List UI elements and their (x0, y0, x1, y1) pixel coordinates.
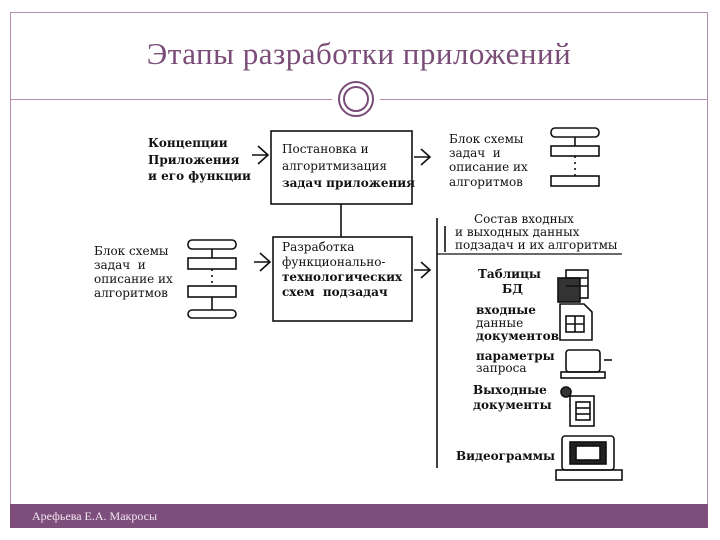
flow-left-end (187, 309, 237, 319)
label-block-top-1: Блок схемы (449, 132, 524, 146)
label-block-top-2: задач и (449, 146, 501, 160)
label-tables-2: БД (502, 282, 523, 296)
label-concept-2: Приложения (148, 153, 240, 167)
label-setting-3: задач приложения (282, 176, 416, 190)
label-block-left-3: описание их (94, 272, 173, 286)
label-input-docs-1: входные (476, 303, 536, 317)
label-development-1: Разработка (282, 240, 355, 254)
flow-top-terminal (550, 127, 600, 138)
document-icon (559, 303, 593, 341)
flow-left-process2 (187, 285, 237, 298)
label-tables-1: Таблицы (478, 267, 541, 281)
monitor-base (560, 371, 606, 379)
label-concept-1: Концепции (148, 136, 228, 150)
monitor-icon (565, 349, 601, 373)
label-setting-2: алгоритмизация (282, 159, 387, 173)
label-development-3: технологических (282, 270, 403, 284)
label-composition-1: Состав входных (474, 212, 574, 226)
label-development-2: функционально- (282, 255, 386, 269)
slide-title: Этапы разработки приложений (146, 36, 572, 71)
flow-top-process (550, 145, 600, 157)
ring-ornament-icon (338, 81, 374, 117)
footer-bar: Арефьева Е.А. Макросы (10, 504, 708, 528)
label-input-docs-3: документов (476, 329, 559, 343)
arrow-block-top (414, 148, 432, 166)
label-videograms: Видеограммы (456, 449, 556, 463)
title-rule-right (380, 99, 708, 100)
label-block-top-3: описание их (449, 160, 528, 174)
label-concept-3: и его функции (148, 169, 251, 183)
arrow-right-column (414, 261, 432, 279)
table-icon-back (557, 277, 581, 303)
box-development (272, 236, 413, 322)
arrow-concept (252, 145, 270, 165)
label-query-params-1: параметры (476, 349, 555, 363)
label-block-top-4: алгоритмов (449, 175, 523, 189)
label-output-docs-1: Выходные (473, 383, 547, 397)
label-block-left-4: алгоритмов (94, 286, 168, 300)
footer-author: Арефьева Е.А. Макросы (32, 509, 158, 523)
label-composition-3: подзадач и их алгоритмы (455, 238, 618, 252)
label-output-docs-2: документы (473, 398, 552, 412)
label-composition-2: и выходных данных (455, 225, 580, 239)
label-setting-1: Постановка и (282, 142, 369, 156)
arrow-block-left (254, 252, 272, 272)
label-block-left-1: Блок схемы (94, 244, 169, 258)
label-block-left-2: задач и (94, 258, 146, 272)
title-rule-left (10, 99, 332, 100)
label-development-4: схем подзадач (282, 285, 388, 299)
flow-left-process (187, 257, 237, 270)
magnifier-icon (560, 386, 572, 398)
label-input-docs-2: данные (476, 316, 524, 330)
flow-left-terminal (187, 239, 237, 250)
flow-top-process2 (550, 175, 600, 187)
label-query-params-2: запроса (476, 361, 527, 375)
